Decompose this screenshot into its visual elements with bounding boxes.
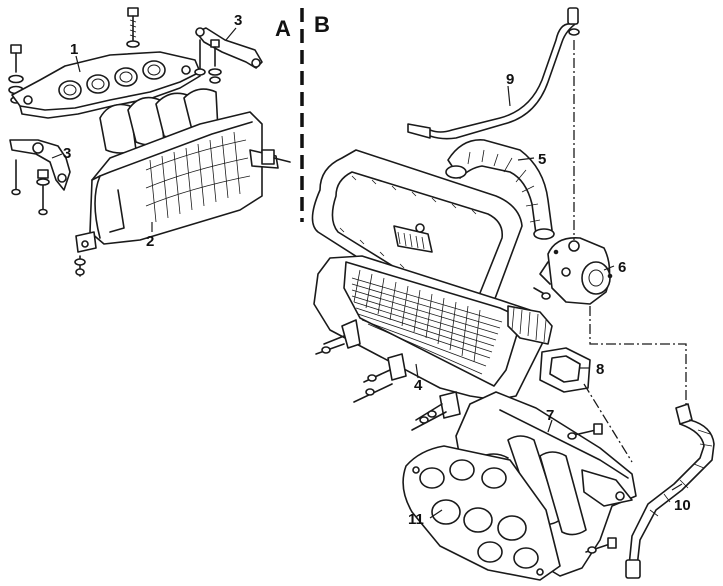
section-a-assembly: 1 3 3 2 bbox=[8, 7, 291, 277]
air-filter-body bbox=[313, 255, 553, 431]
bolt-top-a bbox=[126, 7, 140, 48]
callout-11: 11 bbox=[408, 511, 424, 528]
leader-9 bbox=[507, 85, 511, 107]
section-b-assembly: 9 5 6 8 4 7 10 11 bbox=[311, 7, 715, 581]
leader-11 bbox=[429, 509, 443, 519]
bracket-upper-a bbox=[194, 27, 263, 84]
leader-10 bbox=[671, 483, 683, 491]
leader-4 bbox=[415, 363, 419, 379]
rubber-hose bbox=[445, 139, 555, 240]
leader-7 bbox=[547, 419, 553, 433]
callout-7: 7 bbox=[546, 407, 554, 424]
upper-intake-flange bbox=[11, 51, 201, 119]
callout-4: 4 bbox=[414, 377, 423, 394]
assembly-line-hose bbox=[589, 306, 687, 404]
leader-1 bbox=[75, 55, 81, 73]
section-label-a: A bbox=[275, 16, 291, 41]
breather-tube bbox=[407, 7, 580, 140]
throttle-gasket bbox=[539, 347, 591, 393]
assembly-line-manifold bbox=[583, 383, 633, 463]
leader-5 bbox=[517, 157, 535, 161]
lower-intake-manifold bbox=[455, 391, 637, 577]
callout-5: 5 bbox=[538, 151, 546, 168]
callout-8: 8 bbox=[596, 361, 604, 378]
callout-9: 9 bbox=[506, 71, 514, 88]
throttle-body bbox=[539, 237, 613, 305]
callout-2: 2 bbox=[146, 233, 154, 250]
callout-1: 1 bbox=[70, 41, 78, 58]
air-filter-cover bbox=[311, 149, 523, 323]
leader-3-upper bbox=[225, 27, 237, 41]
bracket-lower-a bbox=[9, 139, 71, 216]
callout-3-upper: 3 bbox=[234, 12, 242, 29]
callout-10: 10 bbox=[674, 497, 691, 514]
section-label-b: B bbox=[314, 12, 330, 37]
leader-6 bbox=[603, 265, 615, 271]
manifold-gasket bbox=[402, 445, 561, 581]
callout-3-lower: 3 bbox=[63, 145, 71, 162]
leader-3-lower bbox=[51, 153, 63, 159]
callout-6: 6 bbox=[618, 259, 626, 276]
lower-hose bbox=[625, 403, 715, 579]
intake-plenum bbox=[74, 88, 291, 277]
